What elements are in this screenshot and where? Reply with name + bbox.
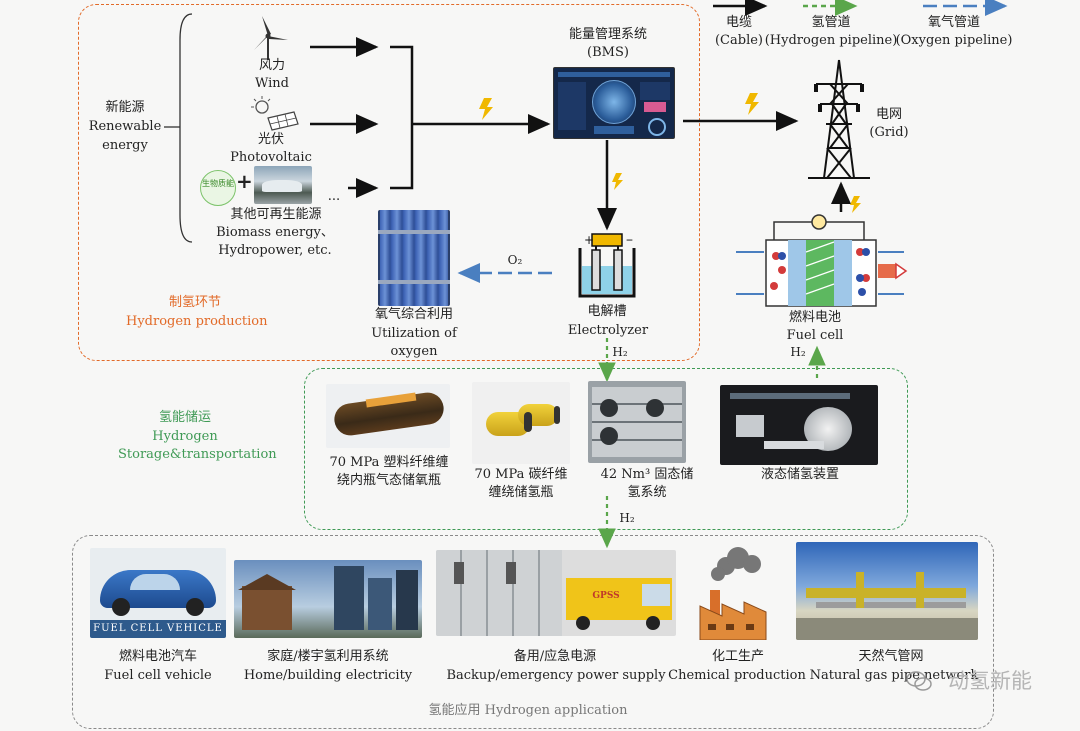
oxygen-cylinders-photo bbox=[378, 210, 450, 306]
h2-label-b: H₂ bbox=[790, 345, 806, 359]
legend-cable: 电缆 (Cable) bbox=[714, 15, 763, 48]
app-gas-en: Natural gas pipe network bbox=[809, 668, 979, 683]
storage-item-4: 液态储氢装置 bbox=[760, 467, 839, 482]
bms-dashboard-screen bbox=[553, 67, 675, 139]
lightning-icon bbox=[479, 93, 861, 213]
solid-state-storage-photo bbox=[588, 381, 686, 463]
application-section-label: 氢能应用 Hydrogen application bbox=[428, 703, 628, 718]
h2-label-c: H₂ bbox=[619, 511, 635, 525]
other-renewable-en1: Biomass energy、 bbox=[216, 225, 334, 240]
wind-turbine-icon bbox=[244, 14, 300, 60]
hydropower-photo bbox=[254, 166, 312, 204]
grid-label-en: (Grid) bbox=[869, 125, 909, 140]
o2-label: O₂ bbox=[507, 253, 523, 267]
production-section-label-en: Hydrogen production bbox=[126, 314, 268, 329]
app-chemical-en: Chemical production bbox=[668, 668, 806, 683]
pv-label-cn: 光伏 bbox=[257, 132, 284, 147]
storage-item-3: 42 Nm³ 固态储 氢系统 bbox=[600, 467, 694, 500]
gas-pipeline-photo bbox=[796, 542, 978, 640]
h2-label-a: H₂ bbox=[612, 345, 628, 359]
legend-hydrogen-pipeline: 氢管道 (Hydrogen pipeline) bbox=[764, 15, 898, 48]
oxygen-util-en1: Utilization of bbox=[371, 326, 457, 341]
pv-label-en: Photovoltaic bbox=[230, 150, 312, 165]
plastic-liner-cylinder-photo bbox=[326, 384, 450, 448]
app-gas-cn: 天然气管网 bbox=[858, 649, 924, 664]
app-home-en: Home/building electricity bbox=[243, 668, 413, 683]
legend-oxygen-pipeline: 氧气管道 (Oxygen pipeline) bbox=[895, 15, 1013, 48]
app-home-cn: 家庭/楼宇氢利用系统 bbox=[267, 649, 389, 664]
storage-section-label-en1: Hydrogen bbox=[152, 429, 218, 444]
storage-section-label-en2: Storage&transportation bbox=[118, 447, 277, 462]
wind-label-cn: 风力 bbox=[258, 58, 285, 73]
application-section-border bbox=[72, 535, 994, 729]
app-backup-cn: 备用/应急电源 bbox=[513, 649, 597, 664]
fuel-cell-label-en: Fuel cell bbox=[786, 328, 844, 343]
electrolyzer-label-en: Electrolyzer bbox=[567, 323, 649, 338]
wechat-watermark-icon bbox=[906, 670, 932, 692]
carbon-fiber-cylinder-photo bbox=[472, 382, 570, 464]
grid-tower-icon bbox=[808, 58, 870, 180]
fuel-cell-vehicle-photo: FUEL CELL VEHICLE bbox=[90, 548, 226, 638]
chemical-plant-icon bbox=[696, 544, 778, 640]
app-vehicle-en: Fuel cell vehicle bbox=[104, 668, 212, 683]
fuel-cell-icon bbox=[734, 212, 908, 308]
wind-label-en: Wind bbox=[255, 76, 289, 91]
ellipsis: ... bbox=[327, 189, 341, 204]
oxygen-util-cn: 氧气综合利用 bbox=[374, 307, 453, 322]
biomass-badge: 生物质能 bbox=[200, 170, 236, 206]
other-renewable-en2: Hydropower, etc. bbox=[218, 243, 332, 258]
photovoltaic-icon bbox=[250, 96, 300, 132]
app-vehicle-cn: 燃料电池汽车 bbox=[118, 649, 197, 664]
production-section-label-cn: 制氢环节 bbox=[168, 295, 221, 310]
renewable-label-en2: energy bbox=[102, 138, 148, 153]
bms-label-en: (BMS) bbox=[587, 45, 629, 60]
svg-text:+: + bbox=[584, 233, 594, 247]
other-renewable-cn: 其他可再生能源 bbox=[230, 207, 322, 222]
home-building-photo bbox=[234, 560, 422, 638]
storage-item-2: 70 MPa 碳纤维 缠绕储氢瓶 bbox=[474, 467, 568, 500]
electrolyzer-label-cn: 电解槽 bbox=[587, 304, 627, 319]
svg-text:–: – bbox=[626, 232, 633, 248]
renewable-label-en1: Renewable bbox=[88, 119, 162, 134]
storage-section-label-cn: 氢能储运 bbox=[158, 410, 211, 425]
oxygen-util-en2: oxygen bbox=[390, 344, 438, 359]
watermark-text: 动氢新能 bbox=[948, 669, 1032, 693]
storage-item-1: 70 MPa 塑料纤维缠 绕内瓶气态储氧瓶 bbox=[329, 455, 449, 488]
app-chemical-cn: 化工生产 bbox=[711, 649, 764, 664]
production-section-border bbox=[78, 4, 700, 361]
backup-power-photo: GPSS bbox=[436, 550, 676, 636]
bms-label-cn: 能量管理系统 bbox=[568, 27, 647, 42]
plus-icon: + bbox=[236, 169, 253, 193]
renewable-label-cn: 新能源 bbox=[105, 100, 145, 115]
grid-label-cn: 电网 bbox=[875, 107, 902, 122]
electrolyzer-icon: + – bbox=[572, 232, 642, 300]
app-backup-en: Backup/emergency power supply bbox=[446, 668, 666, 683]
fuel-cell-label-cn: 燃料电池 bbox=[788, 310, 841, 325]
liquid-storage-photo bbox=[720, 385, 878, 465]
